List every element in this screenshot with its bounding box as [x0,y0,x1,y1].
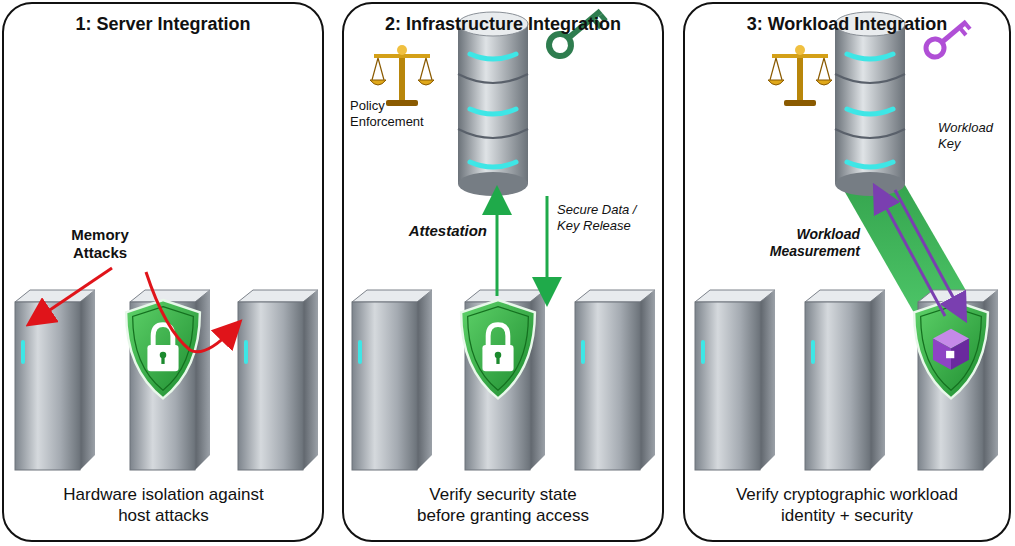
panel-caption: Verify cryptographic workload identity +… [722,484,972,527]
callout-label: Workload Measurement [758,226,860,260]
panel-heading: 2: Infrastructure Integration [344,14,662,35]
panel-box: 2: Infrastructure IntegrationVerify secu… [342,2,664,542]
callout-label: Secure Data / Key Release [557,202,657,233]
panel-caption: Hardware isolation against host attacks [61,484,266,527]
panel-caption: Verify security state before granting ac… [403,484,603,527]
callout-label: Memory Attacks [55,226,145,262]
callout-label: Workload Key [938,120,1006,151]
callout-label: Policy Enforcement [350,98,440,129]
panel-heading: 1: Server Integration [4,14,322,35]
callout-label: Attestation [395,222,487,240]
panel-heading: 3: Workload Integration [685,14,1009,35]
panel-box: 3: Workload IntegrationVerify cryptograp… [683,2,1011,542]
panel-box: 1: Server IntegrationHardware isolation … [2,2,324,542]
